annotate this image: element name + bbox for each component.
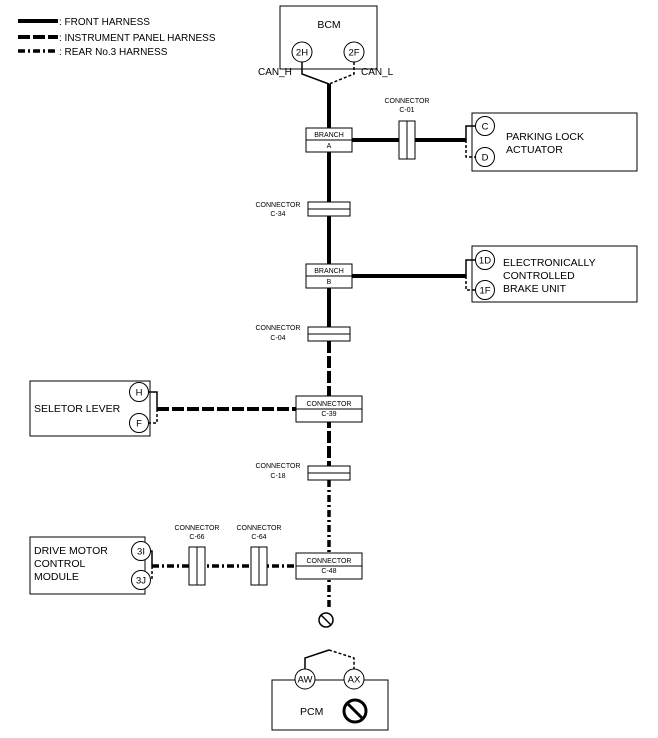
- connector-c64-word: CONNECTOR: [237, 525, 282, 532]
- connector-c18-word: CONNECTOR: [256, 463, 301, 470]
- parking-lock-actuator: PARKING LOCK ACTUATOR: [471, 112, 638, 172]
- connector-c01-code: C-01: [399, 107, 414, 114]
- brake-pin-1d-label: 1D: [479, 256, 491, 267]
- legend-front-text: : FRONT HARNESS: [59, 17, 150, 28]
- connector-c34-word: CONNECTOR: [256, 202, 301, 209]
- connector-c66-code: C-66: [189, 534, 204, 541]
- bcm-can-h-wire: [301, 62, 330, 85]
- brake-label-line3: BRAKE UNIT: [503, 283, 567, 295]
- pcm-pin-aw: [294, 668, 316, 690]
- pcm-can-l-wire: [328, 649, 355, 670]
- prohibited-small-icon: [318, 612, 334, 628]
- parking-pin-d-label: D: [482, 153, 489, 164]
- pcm-pin-aw-label: AW: [298, 675, 313, 686]
- connector-c66-word: CONNECTOR: [175, 525, 220, 532]
- connector-c01: [398, 120, 416, 160]
- bcm-pin-2h-label: 2H: [296, 48, 308, 59]
- connector-c18: [307, 465, 351, 481]
- connector-c39-word: CONNECTOR: [307, 401, 352, 408]
- drive-pin-3j-label: 3J: [136, 576, 146, 587]
- connector-c48-word: CONNECTOR: [307, 558, 352, 565]
- selector-pin-f-label: F: [136, 419, 142, 430]
- can-h-label: CAN_H: [258, 67, 292, 78]
- branch-b-letter: B: [327, 279, 332, 286]
- prohibited-icon: [342, 698, 368, 724]
- connector-c48-code: C-48: [321, 568, 336, 575]
- legend: : FRONT HARNESS : INSTRUMENT PANEL HARNE…: [18, 17, 216, 58]
- branch-a-letter: A: [327, 143, 332, 150]
- pcm-title: PCM: [300, 706, 323, 718]
- selector-label: SELETOR LEVER: [34, 403, 121, 415]
- selector-pin-h-label: H: [136, 388, 143, 399]
- branch-a-label: BRANCH: [314, 132, 344, 139]
- brake-pin-1d: [475, 250, 495, 270]
- drive-motor-control-module: DRIVE MOTOR CONTROL MODULE: [29, 536, 146, 595]
- connector-c64-code: C-64: [251, 534, 266, 541]
- brake-pin-1f: [475, 280, 495, 300]
- brake-label-line2: CONTROLLED: [503, 270, 575, 282]
- parking-pin-c-label: C: [482, 122, 489, 133]
- legend-rear-text: : REAR No.3 HARNESS: [59, 47, 168, 58]
- drive-pin-3i-label: 3I: [137, 547, 145, 558]
- bcm-title: BCM: [317, 19, 340, 31]
- parking-label-line1: PARKING LOCK: [506, 131, 584, 143]
- connector-c34-code: C-34: [270, 211, 285, 218]
- connector-c39-code: C-39: [321, 411, 336, 418]
- electronically-controlled-brake-unit: ELECTRONICALLY CONTROLLED BRAKE UNIT: [471, 245, 638, 303]
- parking-pin-d: [475, 147, 495, 167]
- selector-lever: SELETOR LEVER: [29, 380, 151, 437]
- can-l-label: CAN_L: [361, 67, 394, 78]
- legend-instrument-text: : INSTRUMENT PANEL HARNESS: [59, 33, 216, 44]
- brake-label-line1: ELECTRONICALLY: [503, 257, 596, 269]
- drive-pin-3j: [131, 570, 151, 590]
- bcm-pin-2f-label: 2F: [348, 48, 359, 59]
- drive-label-line1: DRIVE MOTOR: [34, 545, 108, 557]
- pcm-can-h-wire: [304, 649, 330, 670]
- drive-label-line2: CONTROL: [34, 558, 85, 570]
- brake-pin-1f-label: 1F: [479, 286, 490, 297]
- connector-c34: [307, 201, 351, 217]
- connector-c04-code: C-04: [270, 335, 285, 342]
- drive-label-line3: MODULE: [34, 571, 79, 583]
- parking-pin-c: [475, 116, 495, 136]
- bcm-can-l-wire: [328, 62, 355, 85]
- connector-c18-code: C-18: [270, 473, 285, 480]
- pcm-module: PCM: [271, 679, 389, 731]
- selector-pin-h: [129, 382, 149, 402]
- branch-b-label: BRANCH: [314, 268, 344, 275]
- connector-c04: [307, 326, 351, 342]
- connector-c01-word: CONNECTOR: [385, 98, 430, 105]
- connector-c64: [250, 546, 268, 586]
- parking-label-line2: ACTUATOR: [506, 144, 563, 156]
- bcm-module: BCM 2H 2F: [279, 5, 378, 70]
- pcm-pin-ax: [343, 668, 365, 690]
- pcm-pin-ax-label: AX: [348, 675, 361, 686]
- connector-c04-word: CONNECTOR: [256, 325, 301, 332]
- selector-pin-f: [129, 413, 149, 433]
- connector-c66: [188, 546, 206, 586]
- drive-pin-3i: [131, 541, 151, 561]
